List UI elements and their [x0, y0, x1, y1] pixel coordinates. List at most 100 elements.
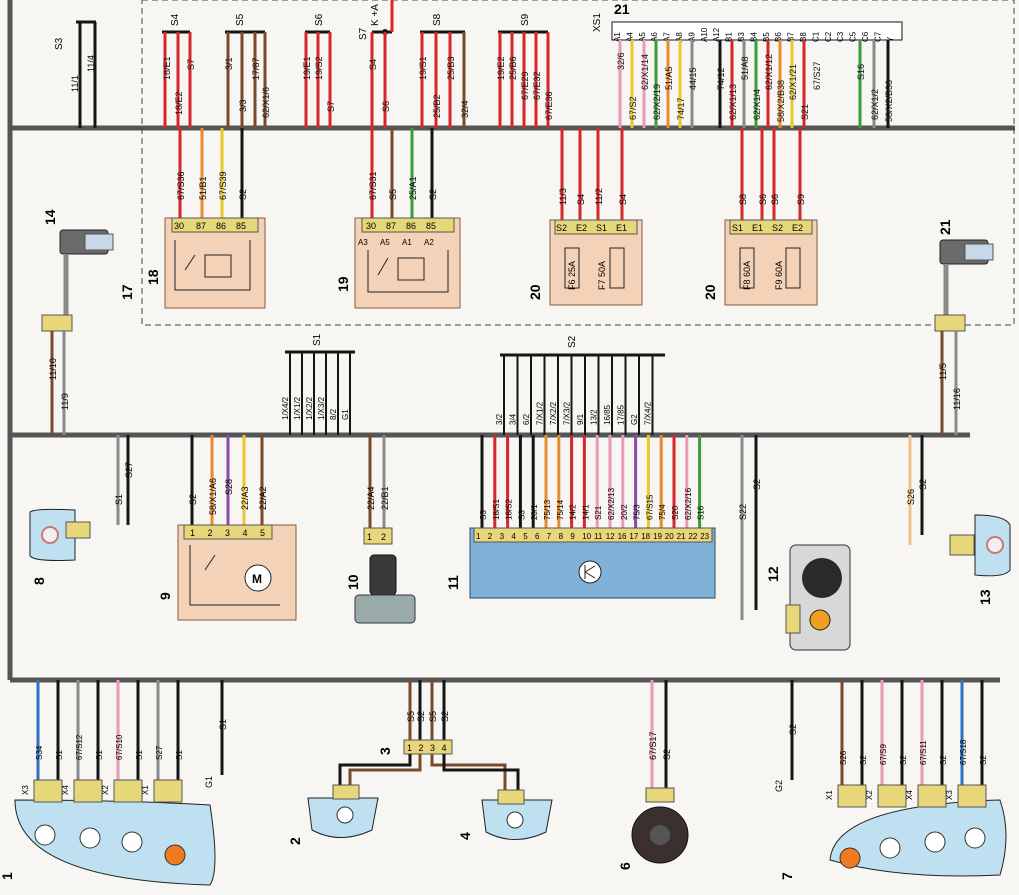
b1-ground-wire: S1	[218, 719, 228, 730]
motor9-pin: 2	[208, 528, 213, 538]
f18-p2: S1	[596, 223, 607, 233]
b1-wire-label: S1	[175, 750, 184, 760]
battery-plus-label: K +A	[370, 4, 381, 26]
tw-11: S6	[381, 101, 391, 112]
tw-17: 25/B6	[508, 56, 518, 80]
m11-pin: 20	[665, 532, 674, 541]
lamp-4: 4	[457, 789, 553, 840]
f18-w0: 11/3	[558, 188, 568, 205]
f19-w1: S6	[758, 194, 768, 205]
splice-s3: S3 11/1 11/4	[54, 20, 97, 128]
xs1-pin: C6	[861, 31, 870, 42]
f19-w0: S8	[738, 194, 748, 205]
f19-p3: E2	[792, 223, 803, 233]
xs1-pin: A7	[663, 32, 672, 42]
m9-w4: 22/A2	[258, 486, 268, 510]
label-17: 19	[335, 276, 351, 292]
r17-p0: A3	[358, 238, 368, 247]
b7-ground: G2	[774, 780, 784, 792]
s20-w1: 11/16	[952, 388, 962, 410]
xw-28: 74/12	[716, 67, 726, 90]
h6-w0: 67/S17	[648, 731, 658, 760]
m11-pin: 12	[606, 532, 615, 541]
s14-w0: 11/10	[48, 358, 58, 380]
bundle-s2-label: S2	[567, 335, 578, 348]
splice-s7: S7 K +A	[358, 0, 394, 40]
r17-p3: 87	[386, 221, 396, 231]
washer-pump-10: 22/A4 22/B1 1 2 10	[345, 435, 416, 624]
b1-connector	[113, 779, 143, 803]
m11-wire-label: 62/X2/16	[684, 487, 693, 520]
sp3-pin: 3	[430, 743, 435, 753]
splice-s8-label: S8	[432, 13, 443, 26]
b7-connector-label: X4	[905, 790, 914, 800]
b1-connector	[33, 779, 63, 803]
lamp8-w0: S1	[114, 494, 124, 505]
lamp-2: 2	[287, 784, 379, 845]
tw-3: 3/1	[224, 57, 234, 70]
m11-wire-label: S16	[697, 505, 706, 520]
b1-connector-label: X4	[61, 785, 70, 795]
m11-pin: 16	[618, 532, 627, 541]
tw-20: 67/E36	[544, 91, 554, 120]
f18-p0: S2	[556, 223, 567, 233]
m11-pin: 8	[559, 532, 564, 541]
m11-wire-label: S21	[594, 505, 603, 520]
r16-w3: S2	[238, 189, 248, 200]
motor9-pin: 4	[243, 528, 248, 538]
label-8: 8	[31, 577, 47, 585]
s20-w0: 11/5	[938, 363, 948, 380]
xs1-pin: B4	[749, 32, 758, 42]
xs1-pin: A5	[638, 32, 647, 42]
m11-wire-label: 20/1	[530, 504, 539, 520]
sp3-pin: 4	[442, 743, 447, 753]
xs1-pin: C7	[873, 31, 882, 42]
s1-wire-label: G1	[341, 409, 350, 420]
f18-w1: S4	[576, 194, 586, 205]
fuse-block-19: S8 S6 S6 S9 S1 E1 S2 E2 F8 60A F9 60A 20	[702, 128, 818, 306]
m11-wire-label: 20/2	[620, 504, 629, 520]
xw-39: 58/X2/B36	[884, 80, 894, 122]
m11-pin: 18	[641, 532, 650, 541]
m11-wire-label: 75/4	[658, 504, 667, 520]
tw-14: 25/B3	[446, 56, 456, 80]
tw-12: 19/S1	[418, 56, 428, 80]
f18-p1: E2	[576, 223, 587, 233]
s2-wire-label: 6/2	[522, 413, 531, 425]
m11-pin: 17	[629, 532, 638, 541]
xs1-pin: C5	[849, 31, 858, 42]
b7-connector	[917, 784, 947, 808]
label-2: 2	[287, 837, 303, 845]
r17-p7: 85	[426, 221, 436, 231]
s2-wire-label: G2	[630, 414, 639, 425]
horn-6: 67/S17 S2 6	[617, 680, 689, 870]
lamp8-w1: S27	[124, 462, 134, 478]
m11-pin: 2	[488, 532, 493, 541]
m11-pin: 22	[688, 532, 697, 541]
xs1-pin: B7	[787, 32, 796, 42]
s2-wire-label: 7/X3/2	[563, 401, 572, 425]
m11-wire-label: S20	[671, 505, 680, 520]
sp3-pin: 2	[419, 743, 424, 753]
splice-s9: S9	[498, 13, 548, 34]
f19-w3: S9	[796, 194, 806, 205]
s2-wire-label: 7/X2/2	[549, 401, 558, 425]
r17-w3: S2	[428, 189, 438, 200]
sp3-w2: S5	[428, 711, 438, 722]
sp3-pin: 1	[407, 743, 412, 753]
m11-wire-label: 14/1	[581, 504, 590, 520]
b7-connector-label: X3	[945, 790, 954, 800]
u12-w1: S2	[752, 479, 762, 490]
r16-p1: 87	[196, 221, 206, 231]
b7-wire-label: 67/S9	[879, 744, 888, 765]
p10-p1: 2	[381, 532, 386, 542]
r17-w1: S5	[388, 189, 398, 200]
